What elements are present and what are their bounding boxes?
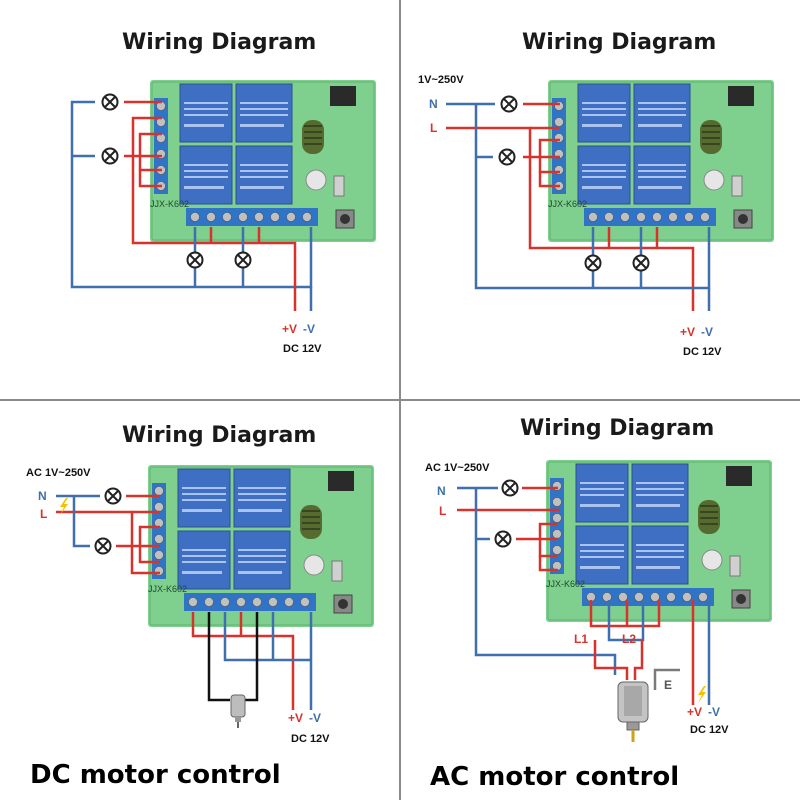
earth-label: E [664,678,673,692]
page-title: Wiring Diagram [522,30,717,55]
horizontal-divider [0,399,800,401]
lamp-icon [632,254,650,272]
supply-positive-label: +V [687,705,703,719]
panel-4-diagram [457,459,773,742]
ac-range-label: AC 1V~250V [425,462,490,474]
supply-positive-label: +V [282,322,298,336]
supply-negative-label: -V [701,325,713,339]
ac-range-label: AC 1V~250V [26,467,91,479]
lamp-icon [94,537,112,555]
panel-1-diagram [70,79,377,311]
board-model-label: JJX-K602 [148,584,188,594]
supply-negative-label: -V [309,711,321,725]
board-model-label: JJX-K602 [548,199,588,209]
supply-voltage-label: DC 12V [690,724,729,736]
lamp-icon [584,254,602,272]
lamp-icon [101,93,119,111]
lamp-icon [494,530,512,548]
lamp-icon [234,251,252,269]
supply-voltage-label: DC 12V [283,343,322,355]
lamp-icon [104,487,122,505]
lightning-icon [698,686,706,703]
lamp-icon [186,251,204,269]
page-title: Wiring Diagram [520,416,715,441]
line-label: L [40,507,48,521]
neutral-label: N [38,489,47,503]
neutral-label: N [429,97,438,111]
panel-3-diagram [56,464,375,728]
lamp-icon [101,147,119,165]
caption-dc-motor: DC motor control [30,760,281,790]
motor-line2-label: L2 [622,632,637,646]
relay-board [147,464,375,628]
ac-motor-icon [617,681,649,742]
page-title: Wiring Diagram [122,423,317,448]
relay-board [547,79,775,243]
board-model-label: JJX-K602 [546,579,586,589]
supply-positive-label: +V [680,325,696,339]
supply-negative-label: -V [303,322,315,336]
line-label: L [430,121,438,135]
lamp-icon [501,479,519,497]
panel-2-diagram [446,79,775,311]
supply-negative-label: -V [708,705,720,719]
caption-ac-motor: AC motor control [430,762,680,792]
lightning-icon [60,498,68,515]
dc-motor-icon [230,694,246,728]
neutral-label: N [437,484,446,498]
supply-voltage-label: DC 12V [683,346,722,358]
relay-board [545,459,773,623]
ac-range-label: 1V~250V [418,74,464,86]
lamp-icon [498,148,516,166]
motor-line1-label: L1 [574,632,589,646]
board-model-label: JJX-K602 [150,199,190,209]
supply-voltage-label: DC 12V [291,733,330,745]
supply-positive-label: +V [288,711,304,725]
lamp-icon [500,95,518,113]
page-title: Wiring Diagram [122,30,317,55]
relay-board [149,79,377,243]
line-label: L [439,504,447,518]
